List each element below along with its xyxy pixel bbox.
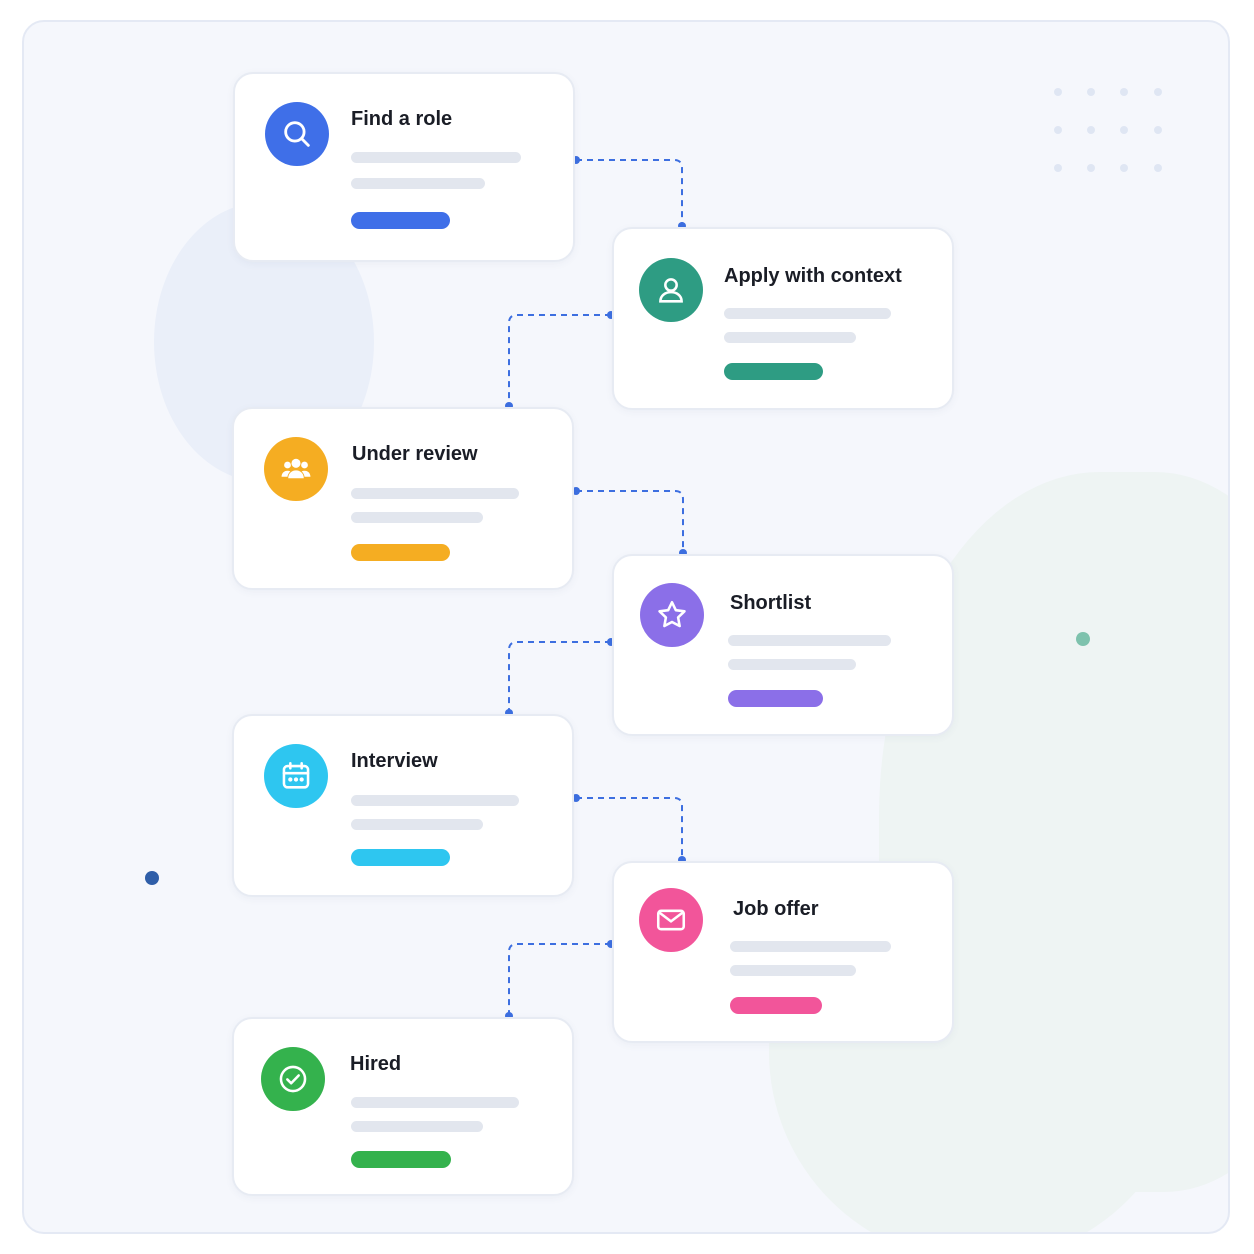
placeholder-line: [724, 332, 856, 343]
placeholder-line: [728, 659, 856, 670]
placeholder-line: [351, 1121, 483, 1132]
placeholder-line: [351, 795, 519, 806]
placeholder-line: [351, 819, 483, 830]
placeholder-line: [728, 635, 891, 646]
envelope-icon: [639, 888, 703, 952]
step-card-under-review[interactable]: Under review: [232, 407, 574, 590]
connector-6-7: [508, 943, 611, 1016]
step-title: Under review: [352, 443, 478, 465]
connector-3-4: [576, 490, 684, 553]
connector-4-5: [508, 641, 611, 713]
step-card-apply-with-context[interactable]: Apply with context: [612, 227, 954, 410]
status-pill: [351, 544, 450, 561]
team-icon: [264, 437, 328, 501]
decorative-dot: [145, 871, 159, 885]
search-icon: [265, 102, 329, 166]
step-title: Apply with context: [724, 265, 902, 287]
step-card-job-offer[interactable]: Job offer: [612, 861, 954, 1043]
status-pill: [728, 690, 823, 707]
status-pill: [351, 212, 450, 229]
status-pill: [730, 997, 822, 1014]
decorative-dot: [1076, 632, 1090, 646]
placeholder-line: [351, 512, 483, 523]
status-pill: [351, 1151, 451, 1168]
calendar-icon: [264, 744, 328, 808]
connector-5-6: [576, 797, 683, 860]
step-title: Shortlist: [730, 592, 812, 614]
step-title: Hired: [350, 1053, 402, 1075]
step-card-interview[interactable]: Interview: [232, 714, 574, 897]
check-circle-icon: [261, 1047, 325, 1111]
placeholder-line: [351, 488, 519, 499]
placeholder-line: [730, 965, 856, 976]
status-pill: [724, 363, 823, 380]
user-icon: [639, 258, 703, 322]
connector-2-3: [508, 314, 611, 406]
step-title: Interview: [351, 750, 438, 772]
status-pill: [351, 849, 450, 866]
step-card-hired[interactable]: Hired: [232, 1017, 574, 1196]
step-card-shortlist[interactable]: Shortlist: [612, 554, 954, 736]
step-card-find-a-role[interactable]: Find a role: [233, 72, 575, 262]
placeholder-line: [351, 152, 521, 163]
connector-1-2: [576, 159, 683, 226]
placeholder-line: [730, 941, 891, 952]
placeholder-line: [351, 178, 485, 189]
step-title: Find a role: [351, 108, 453, 130]
dot-grid-decoration: [1054, 88, 1164, 172]
placeholder-line: [351, 1097, 519, 1108]
step-title: Job offer: [733, 898, 819, 920]
star-icon: [640, 583, 704, 647]
placeholder-line: [724, 308, 891, 319]
